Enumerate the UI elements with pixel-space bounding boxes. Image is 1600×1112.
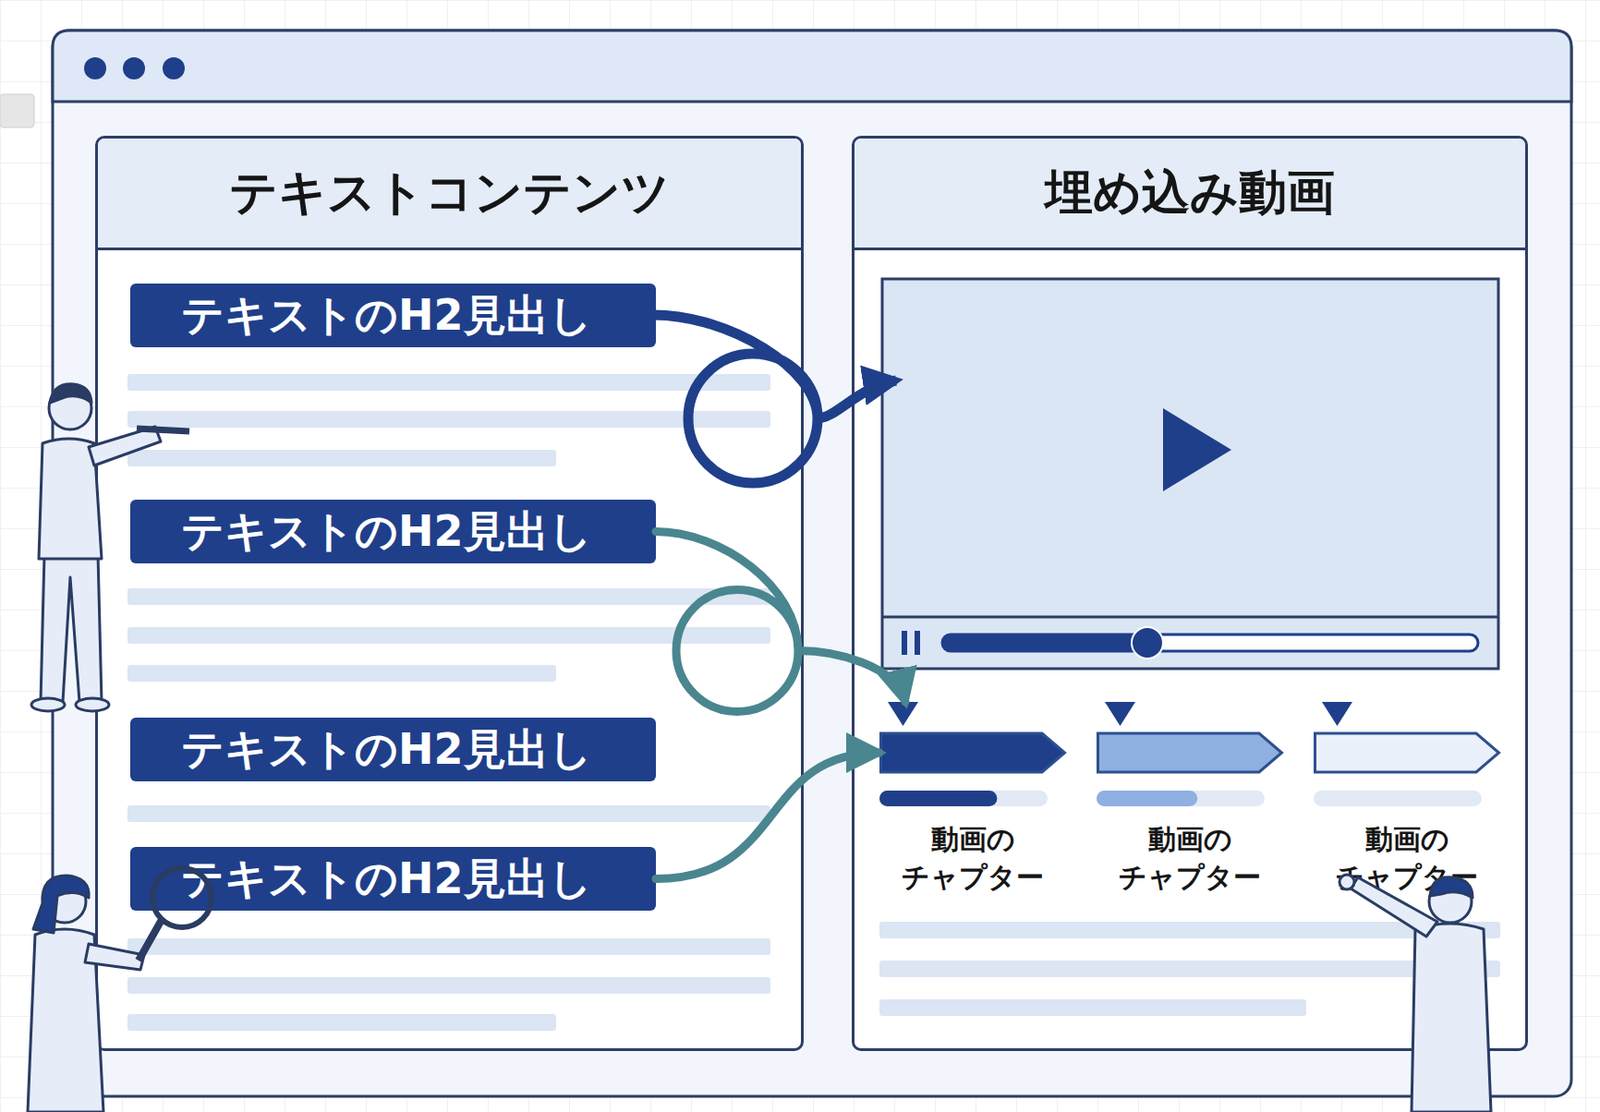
person-legs xyxy=(40,554,102,703)
text-line xyxy=(127,449,557,467)
heading-box: テキストのH2見出し xyxy=(130,283,656,348)
heading-text: テキストのH2見出し xyxy=(181,503,593,561)
window-dot xyxy=(84,57,107,80)
browser-bar xyxy=(52,30,1572,102)
play-icon xyxy=(1163,408,1232,492)
person-hand xyxy=(1339,874,1355,890)
heading-box: テキストのH2見出し xyxy=(130,847,656,911)
chapter-arrow xyxy=(1098,733,1283,773)
text-line xyxy=(127,977,771,994)
text-line xyxy=(127,411,771,428)
person-head xyxy=(48,387,92,430)
person-arm xyxy=(1350,877,1438,937)
chapter-pointer xyxy=(1321,702,1353,727)
connector-arrow xyxy=(655,752,880,880)
panel-header: テキストコンテンツ xyxy=(97,138,801,251)
person-torso xyxy=(1411,923,1491,1112)
chapter-marker: 動画の チャプター xyxy=(1096,702,1284,809)
text-line xyxy=(127,627,771,644)
person-hair xyxy=(33,875,89,934)
text-lines xyxy=(127,374,1501,1031)
text-line xyxy=(127,1014,557,1031)
chapter-shape xyxy=(879,702,1067,809)
video-arrow xyxy=(653,315,897,484)
pause-icon xyxy=(914,630,921,655)
chapter-track xyxy=(1096,790,1265,807)
chapter-shape xyxy=(1313,702,1501,809)
text-line xyxy=(879,960,1501,978)
chapter-pointer xyxy=(887,702,919,727)
heading-box: テキストのH2見出し xyxy=(130,717,656,782)
panel-header: 埋め込み動画 xyxy=(854,138,1526,251)
side-tab xyxy=(0,94,35,128)
chapter-track xyxy=(879,790,1048,807)
person-pen xyxy=(136,428,190,432)
heading-text: テキストのH2見出し xyxy=(181,287,593,345)
seek-fill xyxy=(942,634,1148,652)
text-line xyxy=(879,999,1307,1017)
text-line xyxy=(127,665,557,682)
person-torso xyxy=(38,438,102,559)
text-line xyxy=(127,805,771,823)
person-head xyxy=(1429,880,1472,923)
chapter-arrow xyxy=(1315,733,1500,773)
magnifier-handle xyxy=(138,918,163,961)
heading-box: テキストのH2見出し xyxy=(130,499,656,564)
text-line xyxy=(879,921,1501,939)
panel-title: テキストコンテンツ xyxy=(229,160,670,226)
text-line xyxy=(127,938,771,956)
person-hair xyxy=(49,384,92,403)
video-frame xyxy=(882,278,1499,669)
text-line xyxy=(127,374,771,391)
control-divider xyxy=(882,616,1499,619)
person-searching xyxy=(27,868,212,1112)
chapter-arrow xyxy=(881,733,1066,773)
chapter-marker: 動画の チャプター xyxy=(879,702,1067,809)
video-player xyxy=(882,278,1499,669)
chapter-pointer xyxy=(1104,702,1136,727)
chapter-label: 動画の チャプター xyxy=(1109,821,1272,897)
chapter-label: 動画の チャプター xyxy=(892,821,1055,897)
browser-window xyxy=(52,30,1572,1097)
content-panel: 埋め込み動画動画の チャプター動画の チャプター動画の チャプター xyxy=(851,135,1528,1052)
chapter-progress xyxy=(879,790,997,807)
person-writing xyxy=(31,384,190,712)
window-dot xyxy=(122,57,146,80)
chapter-label: 動画の チャプター xyxy=(1326,821,1489,897)
pause-icon xyxy=(901,630,908,655)
chapter-track xyxy=(1313,790,1482,807)
magnifier-lens xyxy=(152,868,212,928)
seek-track xyxy=(942,634,1479,652)
text-line xyxy=(127,588,771,606)
person-arm xyxy=(88,426,161,466)
person-head xyxy=(43,880,86,923)
heading-text: テキストのH2見出し xyxy=(181,721,593,779)
chapter-progress xyxy=(1096,790,1198,807)
panel-title: 埋め込み動画 xyxy=(1044,160,1335,226)
person-pointing xyxy=(1339,874,1491,1112)
chapter-marker: 動画の チャプター xyxy=(1313,702,1501,809)
person-torso xyxy=(27,929,104,1112)
person-shoe xyxy=(75,698,110,712)
content-panel: テキストコンテンツテキストのH2見出しテキストのH2見出しテキストのH2見出しテ… xyxy=(95,135,804,1052)
person-hair xyxy=(1430,877,1473,898)
window-dot xyxy=(162,57,185,80)
chapter-shape xyxy=(1096,702,1284,809)
heading-text: テキストのH2見出し xyxy=(181,850,593,909)
seek-knob xyxy=(1131,627,1164,659)
connector-arrow xyxy=(655,532,906,713)
person-arm xyxy=(84,944,145,970)
person-shoe xyxy=(31,698,65,712)
